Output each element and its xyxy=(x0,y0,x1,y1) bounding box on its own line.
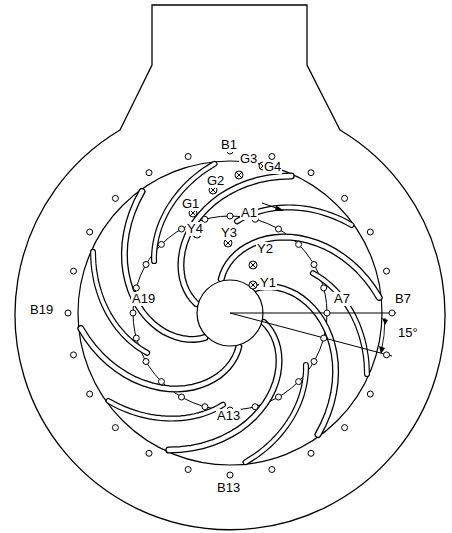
point-label: A13 xyxy=(216,409,241,423)
outer-point xyxy=(87,229,93,235)
inner-point xyxy=(311,359,317,365)
outer-point xyxy=(308,170,314,176)
inner-point xyxy=(321,285,327,291)
point-label: G1 xyxy=(181,197,200,211)
outer-point xyxy=(389,310,395,316)
point-label: Y1 xyxy=(259,276,277,290)
point-label: 15° xyxy=(397,326,419,340)
reference-line xyxy=(230,313,396,314)
angle-line xyxy=(230,313,392,356)
inner-point xyxy=(324,310,330,316)
inner-point xyxy=(276,394,282,400)
point-label: G4 xyxy=(263,160,282,174)
inner-point xyxy=(227,213,233,219)
probe-cross xyxy=(225,240,231,246)
inner-point xyxy=(252,404,258,410)
outer-point xyxy=(269,467,275,473)
point-label: A19 xyxy=(131,292,156,306)
outer-point xyxy=(384,352,390,358)
splitter-blade xyxy=(109,401,224,419)
inner-point xyxy=(143,359,149,365)
point-label: Y2 xyxy=(256,242,274,256)
outer-point xyxy=(227,472,233,478)
probe-cross xyxy=(250,262,256,268)
point-label: A1 xyxy=(240,206,258,220)
point-label: G3 xyxy=(239,152,258,166)
outer-point xyxy=(367,229,373,235)
outer-point xyxy=(65,310,71,316)
inner-point xyxy=(321,335,327,341)
probe-point xyxy=(249,261,257,269)
inner-point xyxy=(158,379,164,385)
inner-point xyxy=(179,394,185,400)
angle-arrowhead xyxy=(382,318,388,325)
probe-cross xyxy=(190,210,196,216)
inner-point xyxy=(311,262,317,268)
outer-point xyxy=(185,467,191,473)
outer-point xyxy=(146,450,152,456)
outer-point xyxy=(71,268,77,274)
inner-point xyxy=(133,285,139,291)
point-label: Y3 xyxy=(220,226,238,240)
inner-point xyxy=(296,241,302,247)
outer-point xyxy=(384,268,390,274)
inner-point xyxy=(130,310,136,316)
outer-point xyxy=(71,352,77,358)
outer-point xyxy=(146,170,152,176)
outer-point xyxy=(269,154,275,160)
probe-point xyxy=(235,171,243,179)
inner-point xyxy=(158,241,164,247)
splitter-blade-fill xyxy=(109,401,224,419)
outer-point xyxy=(308,450,314,456)
outer-point xyxy=(87,391,93,397)
inner-point xyxy=(133,335,139,341)
outer-point xyxy=(112,195,118,201)
inner-point xyxy=(143,262,149,268)
probe-cross xyxy=(210,187,216,193)
point-label: B1 xyxy=(220,138,238,152)
outer-point xyxy=(342,425,348,431)
point-label: Y4 xyxy=(186,222,204,236)
probe-point xyxy=(249,281,257,289)
probe-cross xyxy=(236,172,242,178)
outer-point xyxy=(112,425,118,431)
point-label: A7 xyxy=(333,292,351,306)
point-label: B19 xyxy=(29,303,54,317)
inner-point xyxy=(276,226,282,232)
probe-cross xyxy=(250,282,256,288)
outer-point xyxy=(342,195,348,201)
probe-point xyxy=(224,239,232,247)
outer-point xyxy=(185,154,191,160)
point-label: B13 xyxy=(216,481,241,495)
outer-point xyxy=(367,391,373,397)
point-label: G2 xyxy=(206,174,225,188)
inner-point xyxy=(179,226,185,232)
inner-point xyxy=(296,379,302,385)
inner-point xyxy=(202,404,208,410)
point-label: B7 xyxy=(394,292,412,306)
measurement-points xyxy=(65,148,395,478)
rotation-arrowhead xyxy=(275,205,284,211)
volute-casing xyxy=(15,5,445,530)
